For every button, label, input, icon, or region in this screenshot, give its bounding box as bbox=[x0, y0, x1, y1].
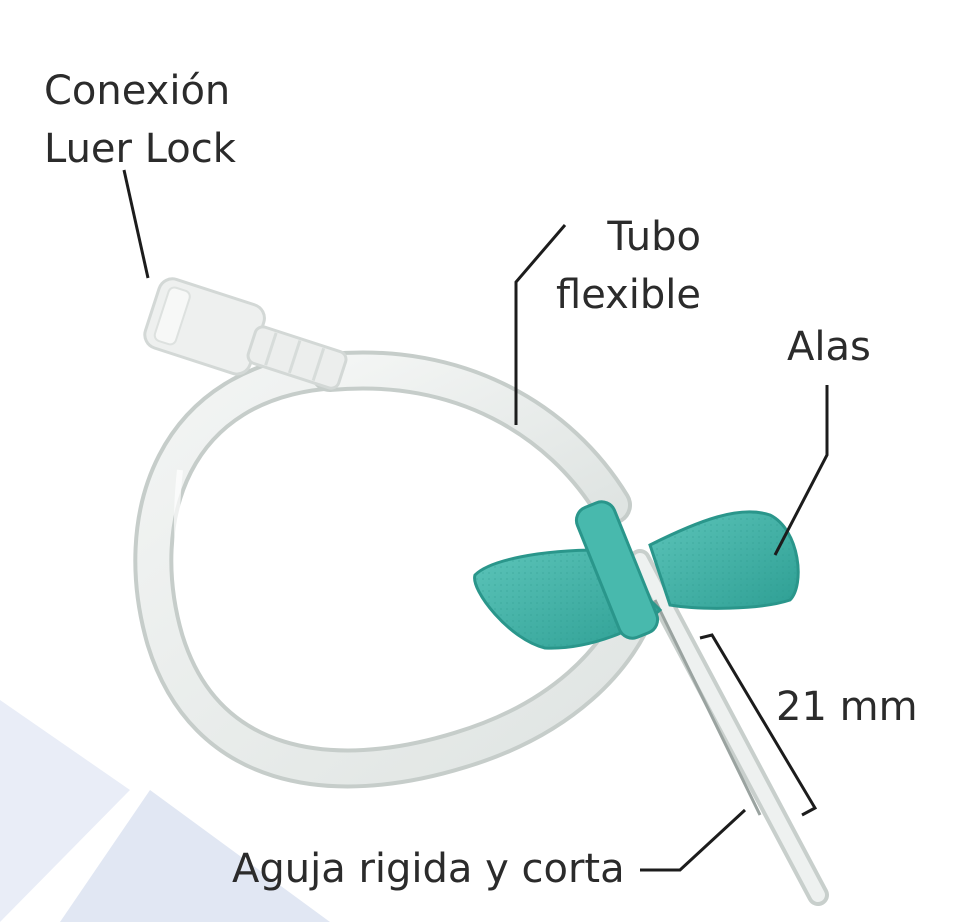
label-needle: Aguja rigida y corta bbox=[232, 846, 625, 892]
label-luer-lock-line-2: Luer Lock bbox=[44, 126, 236, 172]
leader-line-tube bbox=[514, 224, 567, 425]
luer-lock-connector bbox=[143, 277, 348, 390]
leader-line-wings bbox=[773, 385, 829, 556]
label-luer-lock-line-1: Conexión bbox=[44, 68, 231, 114]
background-shapes bbox=[0, 700, 330, 922]
label-tube-line-1: Tubo bbox=[607, 214, 701, 260]
wings bbox=[473, 500, 800, 650]
leader-line-luer-lock bbox=[122, 169, 150, 279]
bracket-needle-length bbox=[699, 633, 818, 817]
label-luer-lock: Conexión Luer Lock bbox=[44, 62, 236, 178]
label-wings: Alas bbox=[787, 324, 871, 370]
label-needle-length: 21 mm bbox=[776, 684, 918, 730]
background-triangle-left bbox=[0, 700, 130, 922]
background-triangle-right bbox=[60, 790, 330, 922]
flexible-tube bbox=[133, 350, 660, 789]
label-tube: Tubo flexible bbox=[553, 208, 701, 324]
needle bbox=[629, 549, 829, 906]
label-tube-line-2: flexible bbox=[556, 272, 701, 318]
leader-line-needle bbox=[640, 808, 747, 872]
wing-hub bbox=[574, 500, 660, 640]
leader-lines bbox=[122, 169, 829, 872]
